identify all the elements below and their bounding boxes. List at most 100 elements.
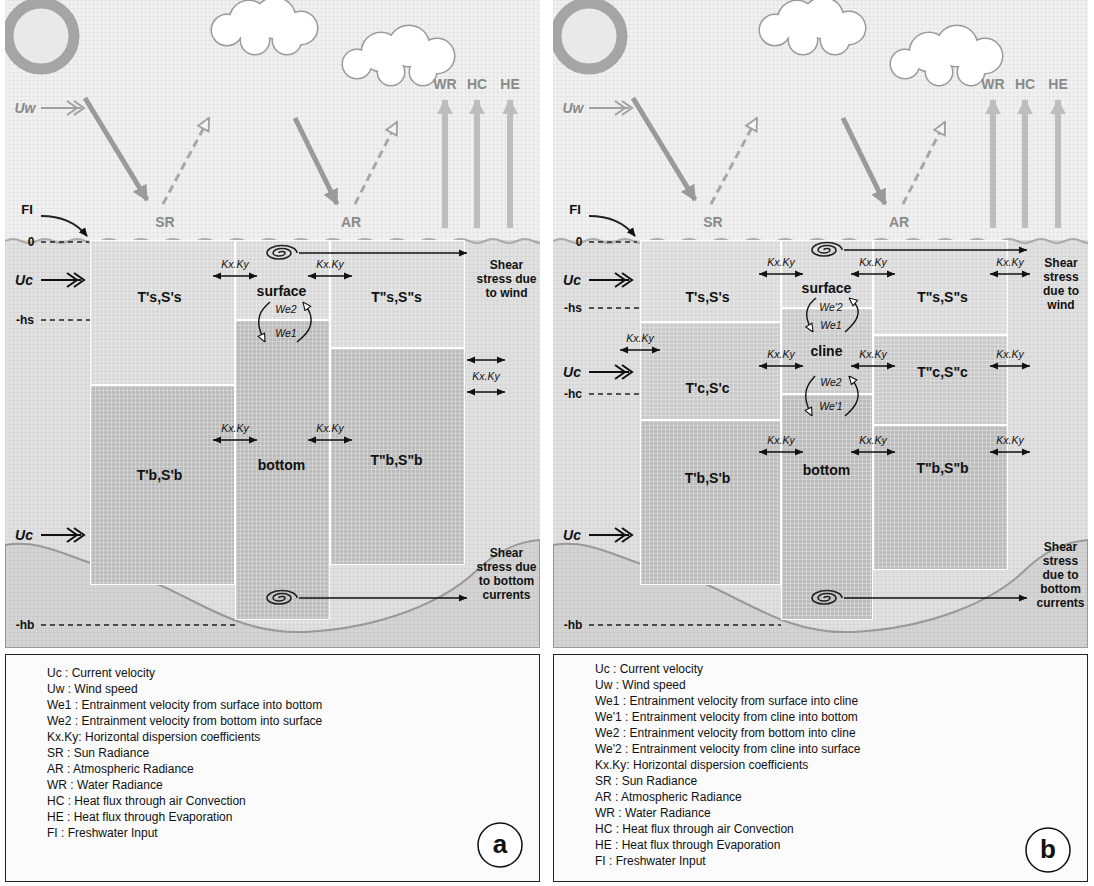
current-arrow [41, 273, 84, 287]
dispersion-arrow [308, 439, 352, 440]
compartment-box: bottom [781, 394, 873, 620]
sea-scene [553, 0, 1094, 648]
depth-level: -hb [564, 618, 583, 632]
depth-level: 0 [28, 235, 35, 249]
depth-level: -hc [564, 387, 582, 401]
entrainment-arrow [806, 376, 815, 416]
dispersion-symbol: Kx.Ky [472, 370, 499, 383]
coefficient-label: Kx.Ky [859, 348, 886, 361]
current-arrow [589, 273, 632, 287]
shear-arrow [844, 249, 1027, 251]
coefficient-label: Kx.Ky [859, 256, 886, 269]
compartment-box: T's,S's [640, 240, 781, 322]
eddy-symbol [812, 591, 842, 605]
wind-symbol: Uw [563, 100, 584, 117]
dispersion-arrow [759, 451, 803, 452]
compartment-box: T'b,S'b [90, 385, 235, 585]
compartment-box: T'b,S'b [640, 420, 781, 585]
current-symbol: Uc [15, 527, 33, 544]
eddy-symbol [812, 243, 842, 256]
compartment-box: T"s,S"s [330, 240, 465, 348]
shear-arrow [844, 597, 1027, 599]
compartment-label: surface [257, 283, 307, 299]
coefficient-label: Kx.Ky [221, 258, 248, 271]
legend-entry: WR : Water Radiance [47, 778, 163, 793]
coefficient-label: Kx.Ky [859, 434, 886, 447]
flux-symbol: SR [703, 214, 722, 231]
legend-entry: Uw : Wind speed [595, 678, 686, 693]
flux-symbol: WR [981, 76, 1004, 93]
depth-level: 0 [576, 235, 583, 249]
legend-entry: We'2 : Entrainment velocity from cline i… [595, 742, 861, 757]
shear-note: Shear stress due to bottom currents [473, 546, 540, 602]
compartment-box: T'c,S'c [640, 322, 781, 420]
legend-entry: We1 : Entrainment velocity from surface … [595, 694, 858, 709]
coefficient-label: Kx.Ky [221, 422, 248, 435]
level-line [41, 624, 235, 626]
panel-a-overlay [267, 246, 505, 605]
compartment-box: T"s,S"s [873, 240, 1008, 335]
entrainment-arrow [807, 298, 816, 332]
coefficient-label: We'2 [819, 301, 842, 314]
shear-note: Shear stress due to wind [1034, 256, 1088, 312]
sea-scene [5, 0, 549, 648]
panel-letter: a [493, 829, 507, 860]
flux-symbol: HC [1015, 76, 1035, 93]
panel-b-overlay [620, 243, 1030, 605]
dispersion-arrow [851, 451, 895, 452]
coefficient-label: We'1 [819, 400, 842, 413]
coefficient-label: Kx.Ky [767, 434, 794, 447]
legend-entry: Uw : Wind speed [47, 682, 138, 697]
legend-entry: We2 : Entrainment velocity from bottom i… [47, 714, 322, 729]
flux-symbol: WR [433, 76, 456, 93]
legend-entry: HE : Heat flux through Evaporation [47, 810, 232, 825]
panel-b-extras [554, 273, 1088, 882]
panel-badge [478, 823, 522, 867]
dispersion-arrow [851, 365, 895, 366]
compartment-label: T's,S's [137, 289, 181, 305]
entrainment-arrow [845, 298, 858, 332]
current-symbol: Uc [563, 272, 581, 289]
dispersion-arrow [308, 275, 352, 276]
compartment-label: T'b,S'b [685, 470, 731, 486]
depth-level: -hs [564, 301, 582, 315]
compartment-box: bottom [235, 320, 330, 620]
legend-entry: WR : Water Radiance [595, 806, 711, 821]
dispersion-arrow [990, 273, 1030, 274]
coefficient-label: Kx.Ky [767, 256, 794, 269]
current-arrow [589, 528, 632, 542]
flux-symbol: AR [889, 214, 909, 231]
dispersion-arrow [759, 365, 803, 366]
dispersion-symbol: Kx.Ky [996, 348, 1023, 361]
current-symbol: Uc [563, 364, 581, 381]
current-symbol: Uc [15, 272, 33, 289]
legend-entry: Kx.Ky: Horizontal dispersion coefficient… [595, 758, 808, 773]
dispersion-symbol: Kx.Ky [996, 256, 1023, 269]
compartment-label: T'c,S'c [685, 380, 729, 396]
dispersion-arrow [467, 391, 505, 392]
entrainment-arrow [845, 376, 858, 416]
flux-symbol: SR [155, 214, 174, 231]
current-arrow [41, 528, 84, 542]
wind-symbol: Uw [15, 100, 36, 117]
compartment-box: T"c,S"c [873, 335, 1008, 425]
panel-badge [1026, 828, 1070, 872]
legend-entry: SR : Sun Radiance [47, 746, 149, 761]
legend-entry: SR : Sun Radiance [595, 774, 697, 789]
compartment-label: T"s,S"s [917, 289, 968, 305]
compartment-box: T's,S's [90, 240, 235, 385]
legend-entry: FI : Freshwater Input [47, 826, 158, 841]
coefficient-label: Kx.Ky [767, 348, 794, 361]
level-line [589, 624, 781, 626]
compartment-label: T's,S's [685, 289, 729, 305]
depth-level: -hb [16, 618, 35, 632]
coefficient-label: We1 [820, 319, 841, 332]
legend-entry: We2 : Entrainment velocity from bottom i… [595, 726, 856, 741]
legend-entry: Uc : Current velocity [595, 662, 703, 677]
dispersion-arrow [620, 349, 660, 350]
flux-symbol: AR [341, 214, 361, 231]
legend-entry: Kx.Ky: Horizontal dispersion coefficient… [47, 730, 260, 745]
